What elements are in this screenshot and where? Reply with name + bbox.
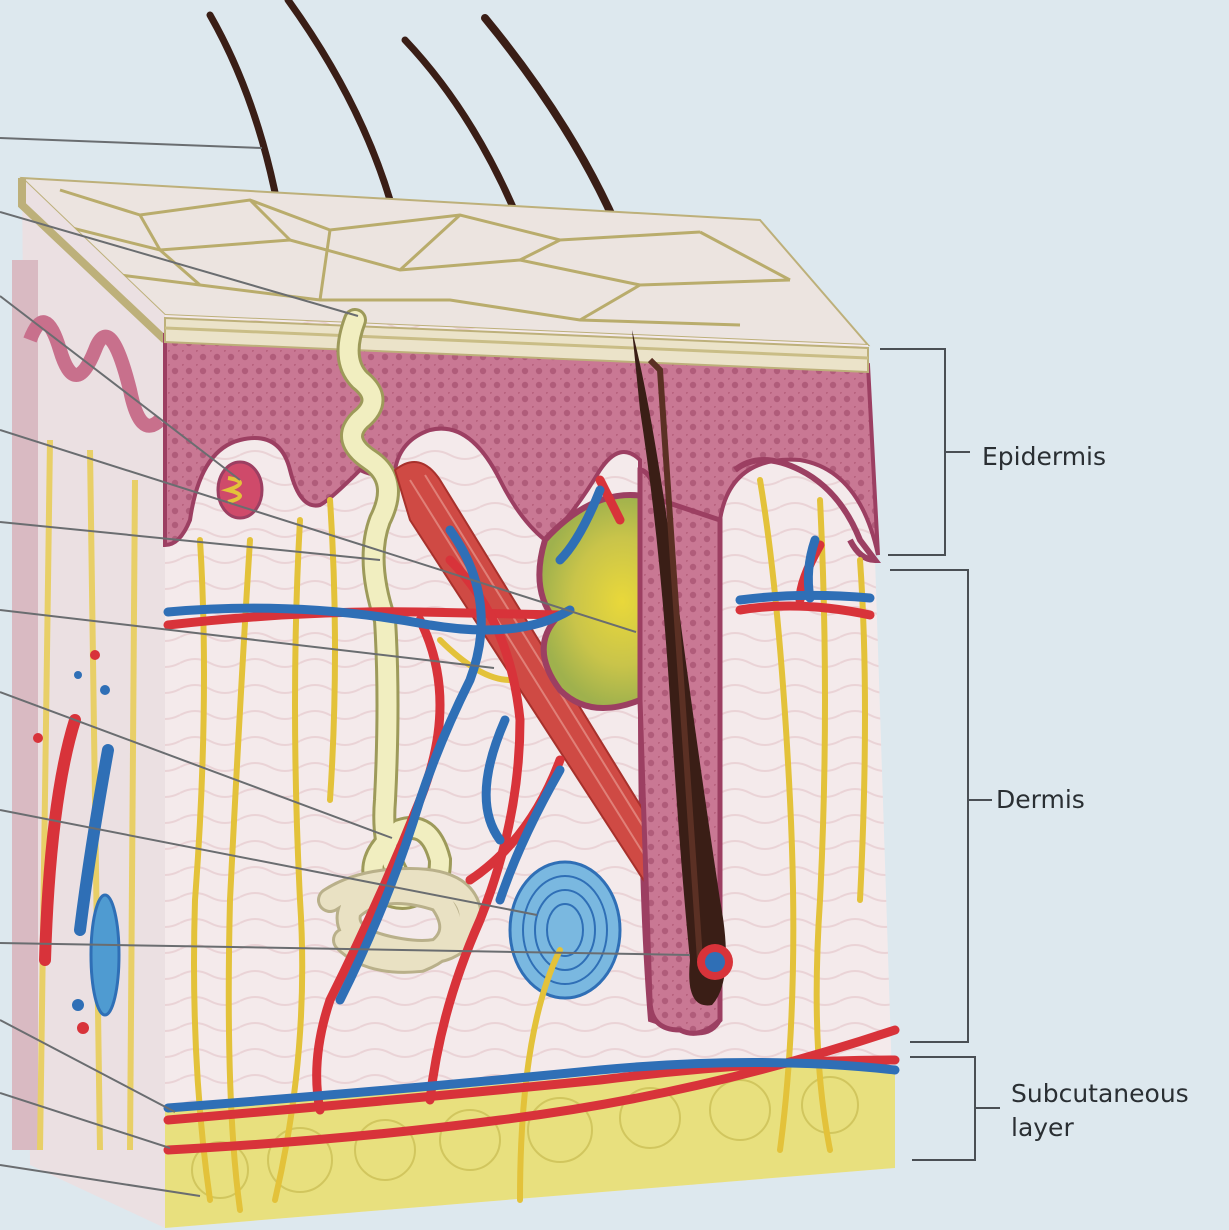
leader-lines [0,137,691,1197]
epidermis-bracket [880,348,970,556]
leader-line [0,1164,201,1197]
dermis-label: Dermis [996,785,1085,814]
leader-line [0,809,538,916]
sweat-gland [317,866,484,974]
epidermis-label: Epidermis [982,442,1107,471]
subcutaneous-bracket [910,1056,1000,1161]
leader-line [0,429,637,633]
dermis-bracket [890,569,992,1043]
subcutaneous-layer-label: Subcutaneous layer [1011,1079,1189,1142]
leader-line [0,137,263,149]
hair-follicle [632,330,733,1036]
leader-line [0,609,495,669]
pacinian-corpuscle [508,860,622,1000]
papilla-right [733,457,882,564]
leader-line [0,1092,171,1149]
layer-brackets [880,348,1000,1161]
leader-line [0,691,393,839]
leader-line [0,1019,176,1113]
leader-line [0,211,359,317]
veins [163,485,900,1113]
leader-line [0,942,691,956]
meissner-corpuscle [216,460,264,520]
leader-line [0,295,241,481]
leader-line [0,521,381,561]
sweat-duct [336,308,453,910]
skin-surface [19,176,871,347]
skin-side-face [12,178,168,1228]
